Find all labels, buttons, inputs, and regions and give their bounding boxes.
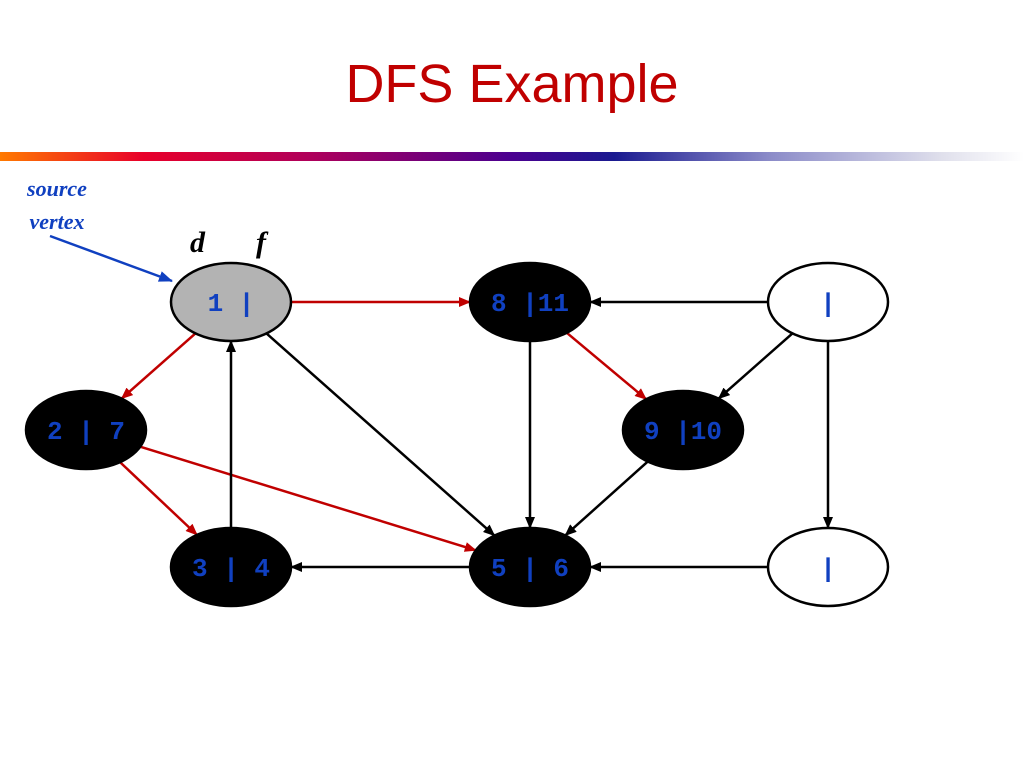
edge-n8-to-n9 — [566, 331, 647, 401]
graph-node-n9: 9 |10 — [621, 389, 745, 471]
node-label: 3 | 4 — [192, 554, 270, 584]
graph-node-n1: 1 | — [169, 261, 293, 343]
edge-n1-to-n5 — [265, 332, 496, 537]
graph-node-nBR: | — [766, 526, 890, 608]
edges-layer — [119, 297, 833, 572]
title-gradient-rule — [0, 152, 1024, 161]
edge-nTR-to-n9 — [717, 332, 794, 400]
node-label: 8 |11 — [491, 289, 569, 319]
slide-title: DFS Example — [345, 54, 679, 114]
node-label: 5 | 6 — [491, 554, 569, 584]
node-ellipse — [766, 261, 890, 343]
source-label-line-1: source — [27, 176, 87, 201]
node-ellipse — [766, 526, 890, 608]
node-ellipse — [169, 261, 293, 343]
edge-n9-to-n5 — [564, 460, 649, 537]
graph-node-n3: 3 | 4 — [169, 526, 293, 608]
graph-node-n5: 5 | 6 — [468, 526, 592, 608]
node-ellipse — [621, 389, 745, 471]
node-ellipse — [468, 261, 592, 343]
graph-node-n2: 2 | 7 — [24, 389, 148, 471]
nodes-layer: 1 | 2 | 7 3 | 4 5 | 6 8 |11 9 |10 | | — [24, 261, 890, 608]
node-label: | — [820, 289, 836, 319]
node-label: 1 | — [208, 289, 255, 319]
discovery-time-label: d — [190, 226, 205, 259]
edge-n2-to-n3 — [119, 461, 198, 536]
finish-time-label: f — [256, 226, 266, 259]
node-label: | — [820, 554, 836, 584]
node-ellipse — [468, 526, 592, 608]
edge-n2-to-n5 — [139, 445, 477, 552]
source-label-line-2: vertex — [29, 209, 85, 234]
source-pointer-arrow — [49, 234, 173, 283]
node-ellipse — [24, 389, 148, 471]
edge-n1-to-n2 — [120, 332, 197, 400]
source-vertex-annotation: source vertex — [14, 172, 100, 238]
graph-node-n8: 8 |11 — [468, 261, 592, 343]
graph-node-nTR: | — [766, 261, 890, 343]
node-label: 2 | 7 — [47, 417, 125, 447]
node-label: 9 |10 — [644, 417, 722, 447]
node-ellipse — [169, 526, 293, 608]
